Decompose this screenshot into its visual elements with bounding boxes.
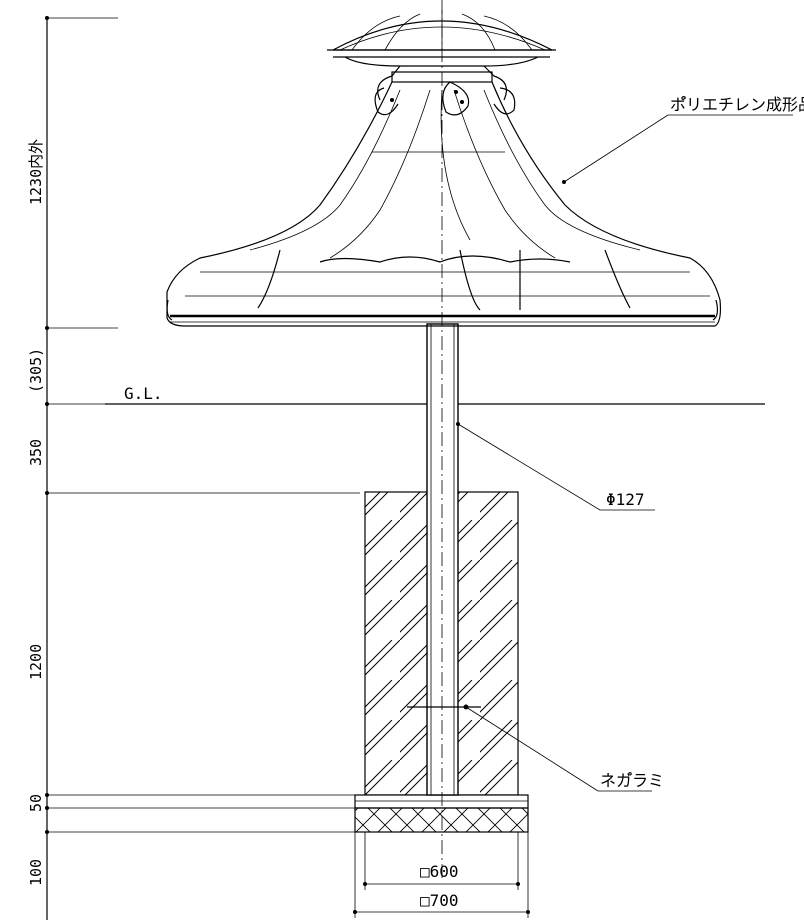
base-slab — [354, 794, 529, 833]
canopy — [166, 10, 722, 327]
dim-1230: 1230内外 — [27, 139, 45, 205]
canopy-leader — [562, 114, 793, 184]
pole-leader — [456, 422, 655, 511]
dim-305: (305) — [27, 348, 45, 393]
rebar-label: ネガ゚ラミ — [600, 771, 664, 790]
rebar-leader — [465, 706, 652, 792]
pole-label: Φ127 — [606, 490, 645, 509]
canopy-label: ポ゚リエチレン成形品 — [670, 95, 804, 114]
dim-350: 350 — [27, 439, 45, 466]
dim-100: 100 — [27, 859, 45, 886]
dim-50: 50 — [27, 794, 45, 812]
dim-1200: 1200 — [27, 644, 45, 680]
footing-700-label: □700 — [420, 891, 459, 910]
bottom-dimensions — [353, 832, 530, 918]
dimension-line-group — [45, 16, 360, 920]
footing-600-label: □600 — [420, 862, 459, 881]
ground-line-label: G.L. — [124, 384, 163, 403]
